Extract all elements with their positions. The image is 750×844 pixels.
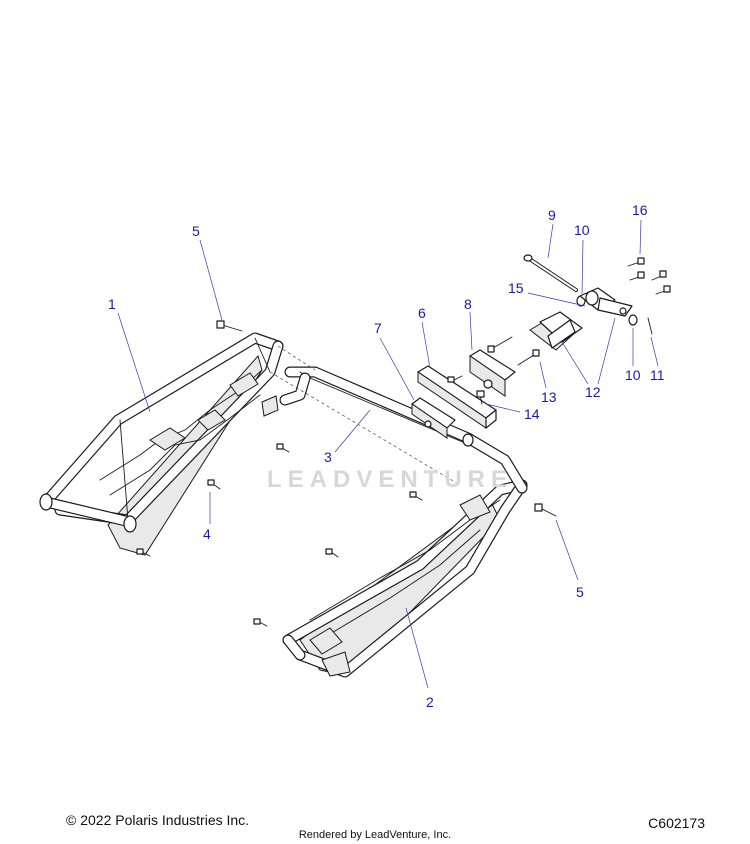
bolt xyxy=(207,479,221,490)
part-12-hitch-plate[interactable] xyxy=(529,311,583,351)
callout-7[interactable]: 7 xyxy=(374,320,382,336)
callout-5-upper[interactable]: 5 xyxy=(192,223,200,239)
bolt xyxy=(487,336,513,353)
part-15-latch[interactable] xyxy=(579,287,633,317)
rendered-by-credit: Rendered by LeadVenture, Inc. xyxy=(298,829,452,841)
callout-2[interactable]: 2 xyxy=(426,694,434,710)
callout-10-upper[interactable]: 10 xyxy=(574,222,590,238)
callout-13[interactable]: 13 xyxy=(541,389,557,405)
part-7-lower-bracket[interactable] xyxy=(411,397,456,439)
callout-15[interactable]: 15 xyxy=(508,280,524,296)
callout-6[interactable]: 6 xyxy=(418,305,426,321)
part-2-right-rail[interactable] xyxy=(282,479,528,678)
part-3-cross-tube[interactable] xyxy=(269,345,528,494)
bolt xyxy=(629,271,645,281)
callout-14[interactable]: 14 xyxy=(524,406,540,422)
callout-11[interactable]: 11 xyxy=(650,367,665,383)
part-16-bolts[interactable] xyxy=(627,257,671,295)
bolt xyxy=(651,270,667,281)
callout-12[interactable]: 12 xyxy=(585,384,601,400)
part-13-bolt[interactable] xyxy=(517,349,540,366)
bolt xyxy=(216,320,243,332)
callout-3[interactable]: 3 xyxy=(324,449,332,465)
callout-4[interactable]: 4 xyxy=(203,526,211,542)
copyright-notice: © 2022 Polaris Industries Inc. xyxy=(66,812,250,828)
callout-8[interactable]: 8 xyxy=(464,296,472,312)
bolt xyxy=(325,548,339,558)
watermark: LEADVENTURE xyxy=(266,466,513,493)
part-1-left-rail[interactable] xyxy=(39,332,284,556)
part-6-tube-bracket[interactable] xyxy=(417,365,497,429)
part-5-long-bolts[interactable] xyxy=(216,320,557,517)
diagram-id: C602173 xyxy=(648,815,705,831)
bolt xyxy=(409,491,423,501)
bolt xyxy=(534,503,557,517)
part-11-cotter-pin[interactable] xyxy=(647,317,653,335)
bolt xyxy=(276,443,290,453)
bolt xyxy=(136,548,151,557)
bolt xyxy=(447,375,463,383)
bolt xyxy=(655,285,671,295)
bolt xyxy=(253,618,268,627)
part-14-bolt[interactable] xyxy=(476,390,485,405)
part-8-mount-bracket[interactable] xyxy=(447,336,516,397)
bolt xyxy=(627,257,645,267)
part-4-bolts[interactable] xyxy=(136,443,423,627)
callout-1[interactable]: 1 xyxy=(108,296,116,312)
callout-5-lower[interactable]: 5 xyxy=(576,584,584,600)
callout-16[interactable]: 16 xyxy=(632,202,648,218)
callout-9[interactable]: 9 xyxy=(548,207,556,223)
callout-10-lower[interactable]: 10 xyxy=(625,367,641,383)
part-9-pin[interactable] xyxy=(523,254,578,292)
callout-labels: 1 2 3 4 5 5 6 7 8 9 10 10 11 12 13 14 15… xyxy=(108,202,665,710)
leader-lines xyxy=(117,219,659,689)
